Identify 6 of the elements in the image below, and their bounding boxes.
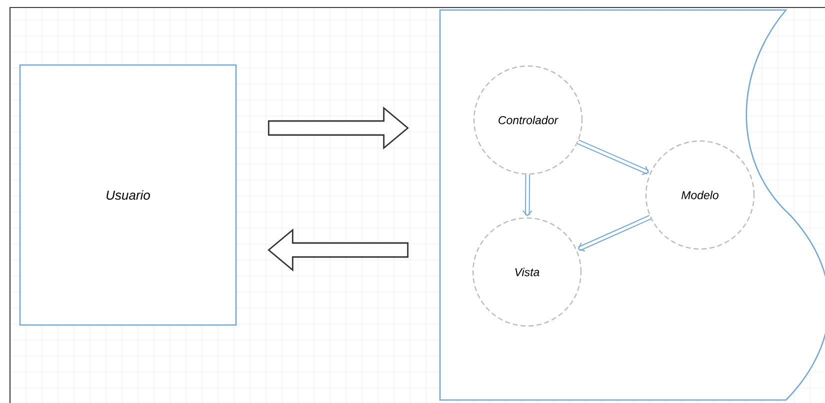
- actor-box: Usuario: [19, 64, 237, 326]
- arrow: [577, 140, 650, 176]
- block-arrow: [268, 228, 408, 272]
- block-arrow: [268, 106, 409, 150]
- arrow: [522, 174, 532, 216]
- arrow: [578, 215, 652, 252]
